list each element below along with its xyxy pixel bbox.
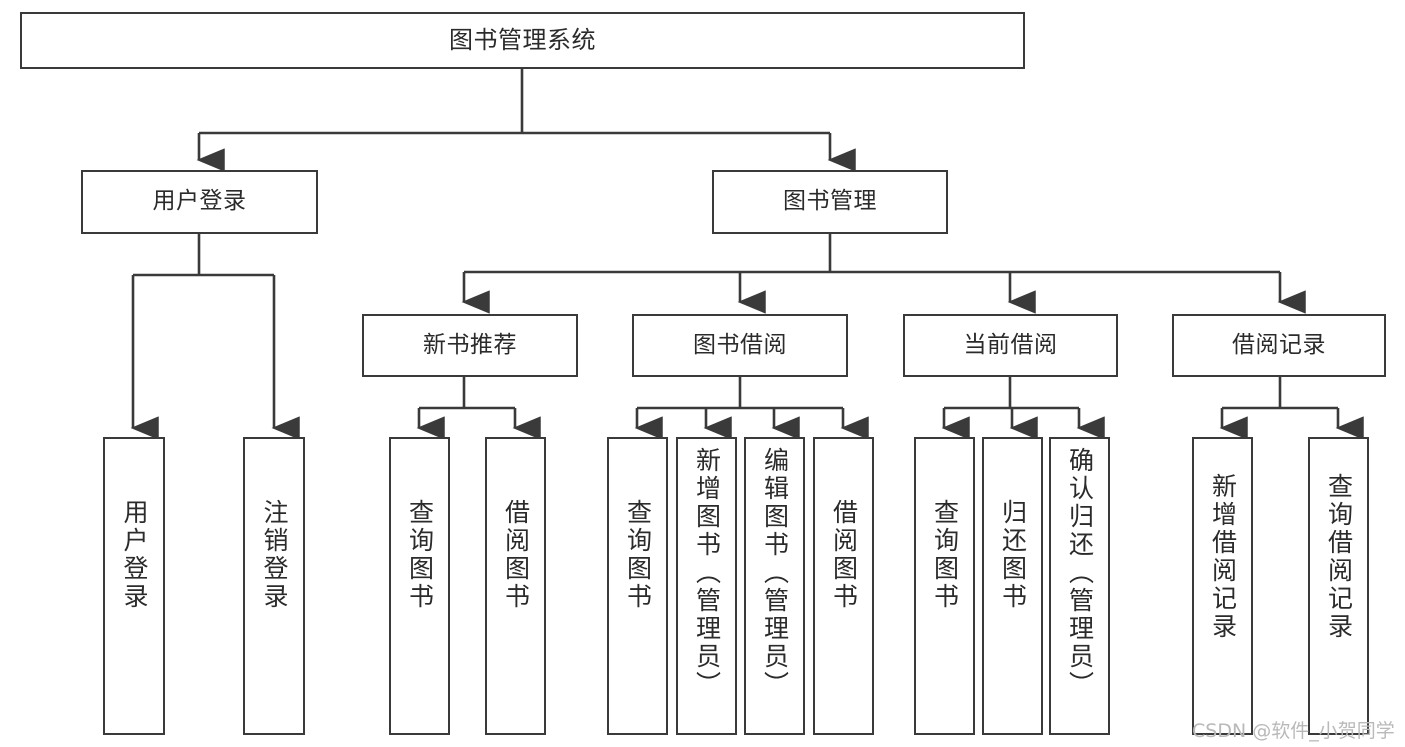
node-leaf-add-book-label: 新增图书（管理员） bbox=[692, 447, 722, 699]
node-current-borrow-label: 当前借阅 bbox=[963, 331, 1058, 358]
node-leaf-confirm-return[interactable]: 确认归还（管理员） bbox=[1049, 437, 1110, 735]
node-leaf-query-book-3[interactable]: 查询图书 bbox=[914, 437, 975, 735]
node-borrow-record[interactable]: 借阅记录 bbox=[1172, 314, 1386, 377]
node-leaf-borrow-book-1[interactable]: 借阅图书 bbox=[485, 437, 546, 735]
node-leaf-user-login[interactable]: 用户登录 bbox=[103, 437, 165, 735]
node-leaf-query-book-1-label: 查询图书 bbox=[405, 499, 435, 611]
node-leaf-query-book-2-label: 查询图书 bbox=[623, 499, 653, 611]
node-leaf-add-record-label: 新增借阅记录 bbox=[1208, 473, 1238, 641]
node-leaf-logout-login[interactable]: 注销登录 bbox=[243, 437, 305, 735]
node-leaf-return-book[interactable]: 归还图书 bbox=[982, 437, 1043, 735]
node-book-borrow-label: 图书借阅 bbox=[693, 331, 787, 358]
node-leaf-edit-book[interactable]: 编辑图书（管理员） bbox=[744, 437, 805, 735]
node-leaf-query-record[interactable]: 查询借阅记录 bbox=[1308, 437, 1369, 735]
node-leaf-borrow-book-1-label: 借阅图书 bbox=[501, 499, 531, 611]
node-root[interactable]: 图书管理系统 bbox=[20, 12, 1025, 69]
node-leaf-borrow-book-2[interactable]: 借阅图书 bbox=[813, 437, 874, 735]
node-new-book-recommend[interactable]: 新书推荐 bbox=[362, 314, 578, 377]
csdn-watermark: CSDN @软件_小贺同学 bbox=[1192, 720, 1395, 742]
node-leaf-return-book-label: 归还图书 bbox=[998, 499, 1028, 611]
node-user-login[interactable]: 用户登录 bbox=[81, 170, 318, 234]
node-book-management[interactable]: 图书管理 bbox=[712, 170, 948, 234]
node-leaf-query-book-1[interactable]: 查询图书 bbox=[389, 437, 450, 735]
node-leaf-confirm-return-label: 确认归还（管理员） bbox=[1065, 447, 1095, 699]
node-current-borrow[interactable]: 当前借阅 bbox=[903, 314, 1118, 377]
node-leaf-query-book-2[interactable]: 查询图书 bbox=[607, 437, 668, 735]
node-leaf-query-record-label: 查询借阅记录 bbox=[1324, 473, 1354, 641]
node-root-label: 图书管理系统 bbox=[449, 26, 596, 55]
node-book-borrow[interactable]: 图书借阅 bbox=[632, 314, 848, 377]
node-leaf-borrow-book-2-label: 借阅图书 bbox=[829, 499, 859, 611]
node-leaf-edit-book-label: 编辑图书（管理员） bbox=[760, 447, 790, 699]
node-borrow-record-label: 借阅记录 bbox=[1232, 331, 1326, 358]
node-leaf-user-login-label: 用户登录 bbox=[120, 499, 149, 611]
node-new-book-recommend-label: 新书推荐 bbox=[423, 331, 517, 358]
node-leaf-add-record[interactable]: 新增借阅记录 bbox=[1192, 437, 1253, 735]
node-leaf-query-book-3-label: 查询图书 bbox=[930, 499, 960, 611]
node-book-management-label: 图书管理 bbox=[783, 188, 877, 215]
node-user-login-label: 用户登录 bbox=[152, 188, 247, 215]
node-leaf-logout-login-label: 注销登录 bbox=[260, 499, 289, 611]
node-leaf-add-book[interactable]: 新增图书（管理员） bbox=[676, 437, 737, 735]
